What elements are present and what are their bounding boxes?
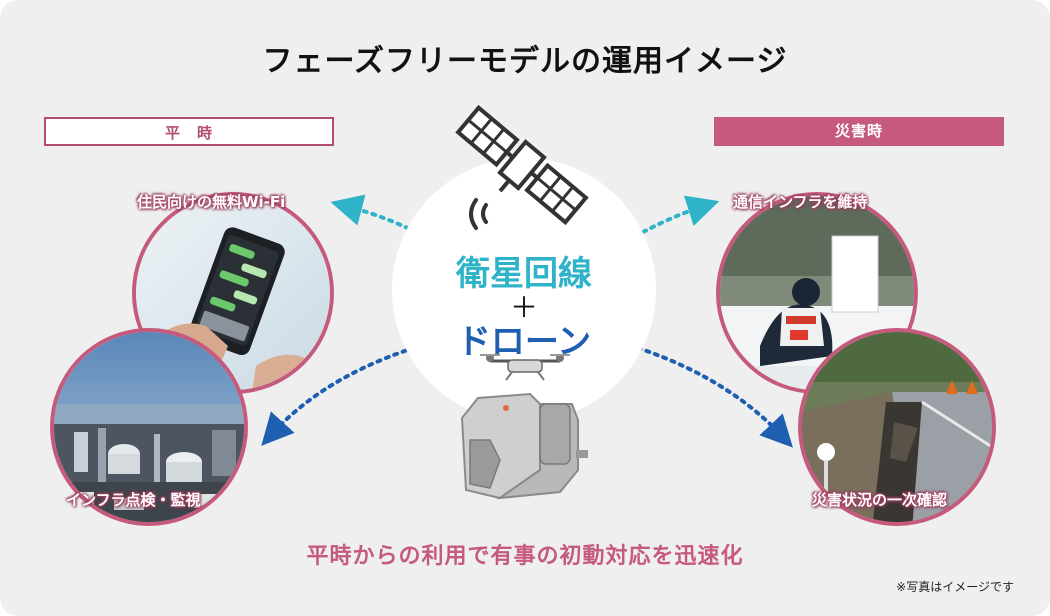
plus-sign: ＋ bbox=[509, 291, 538, 324]
diagram-title: フェーズフリーモデルの運用イメージ bbox=[262, 44, 788, 79]
satellite-link-label: 衛星回線 bbox=[456, 254, 592, 294]
normal-time-label: 平 時 bbox=[44, 117, 334, 146]
disaster-time-label: 災害時 bbox=[714, 117, 1004, 146]
wifi-caption: 住民向けの無料Wi-Fi bbox=[137, 193, 286, 211]
comms-caption: 通信インフラを維持 bbox=[733, 193, 868, 211]
center-circle bbox=[392, 158, 656, 422]
damage-caption: 災害状況の一次確認 bbox=[812, 491, 948, 509]
inspection-caption: インフラ点検・監視 bbox=[66, 491, 201, 509]
bottom-message: 平時からの利用で有事の初動対応を迅速化 bbox=[306, 544, 744, 569]
photo-note: ※写真はイメージです bbox=[896, 580, 1014, 594]
